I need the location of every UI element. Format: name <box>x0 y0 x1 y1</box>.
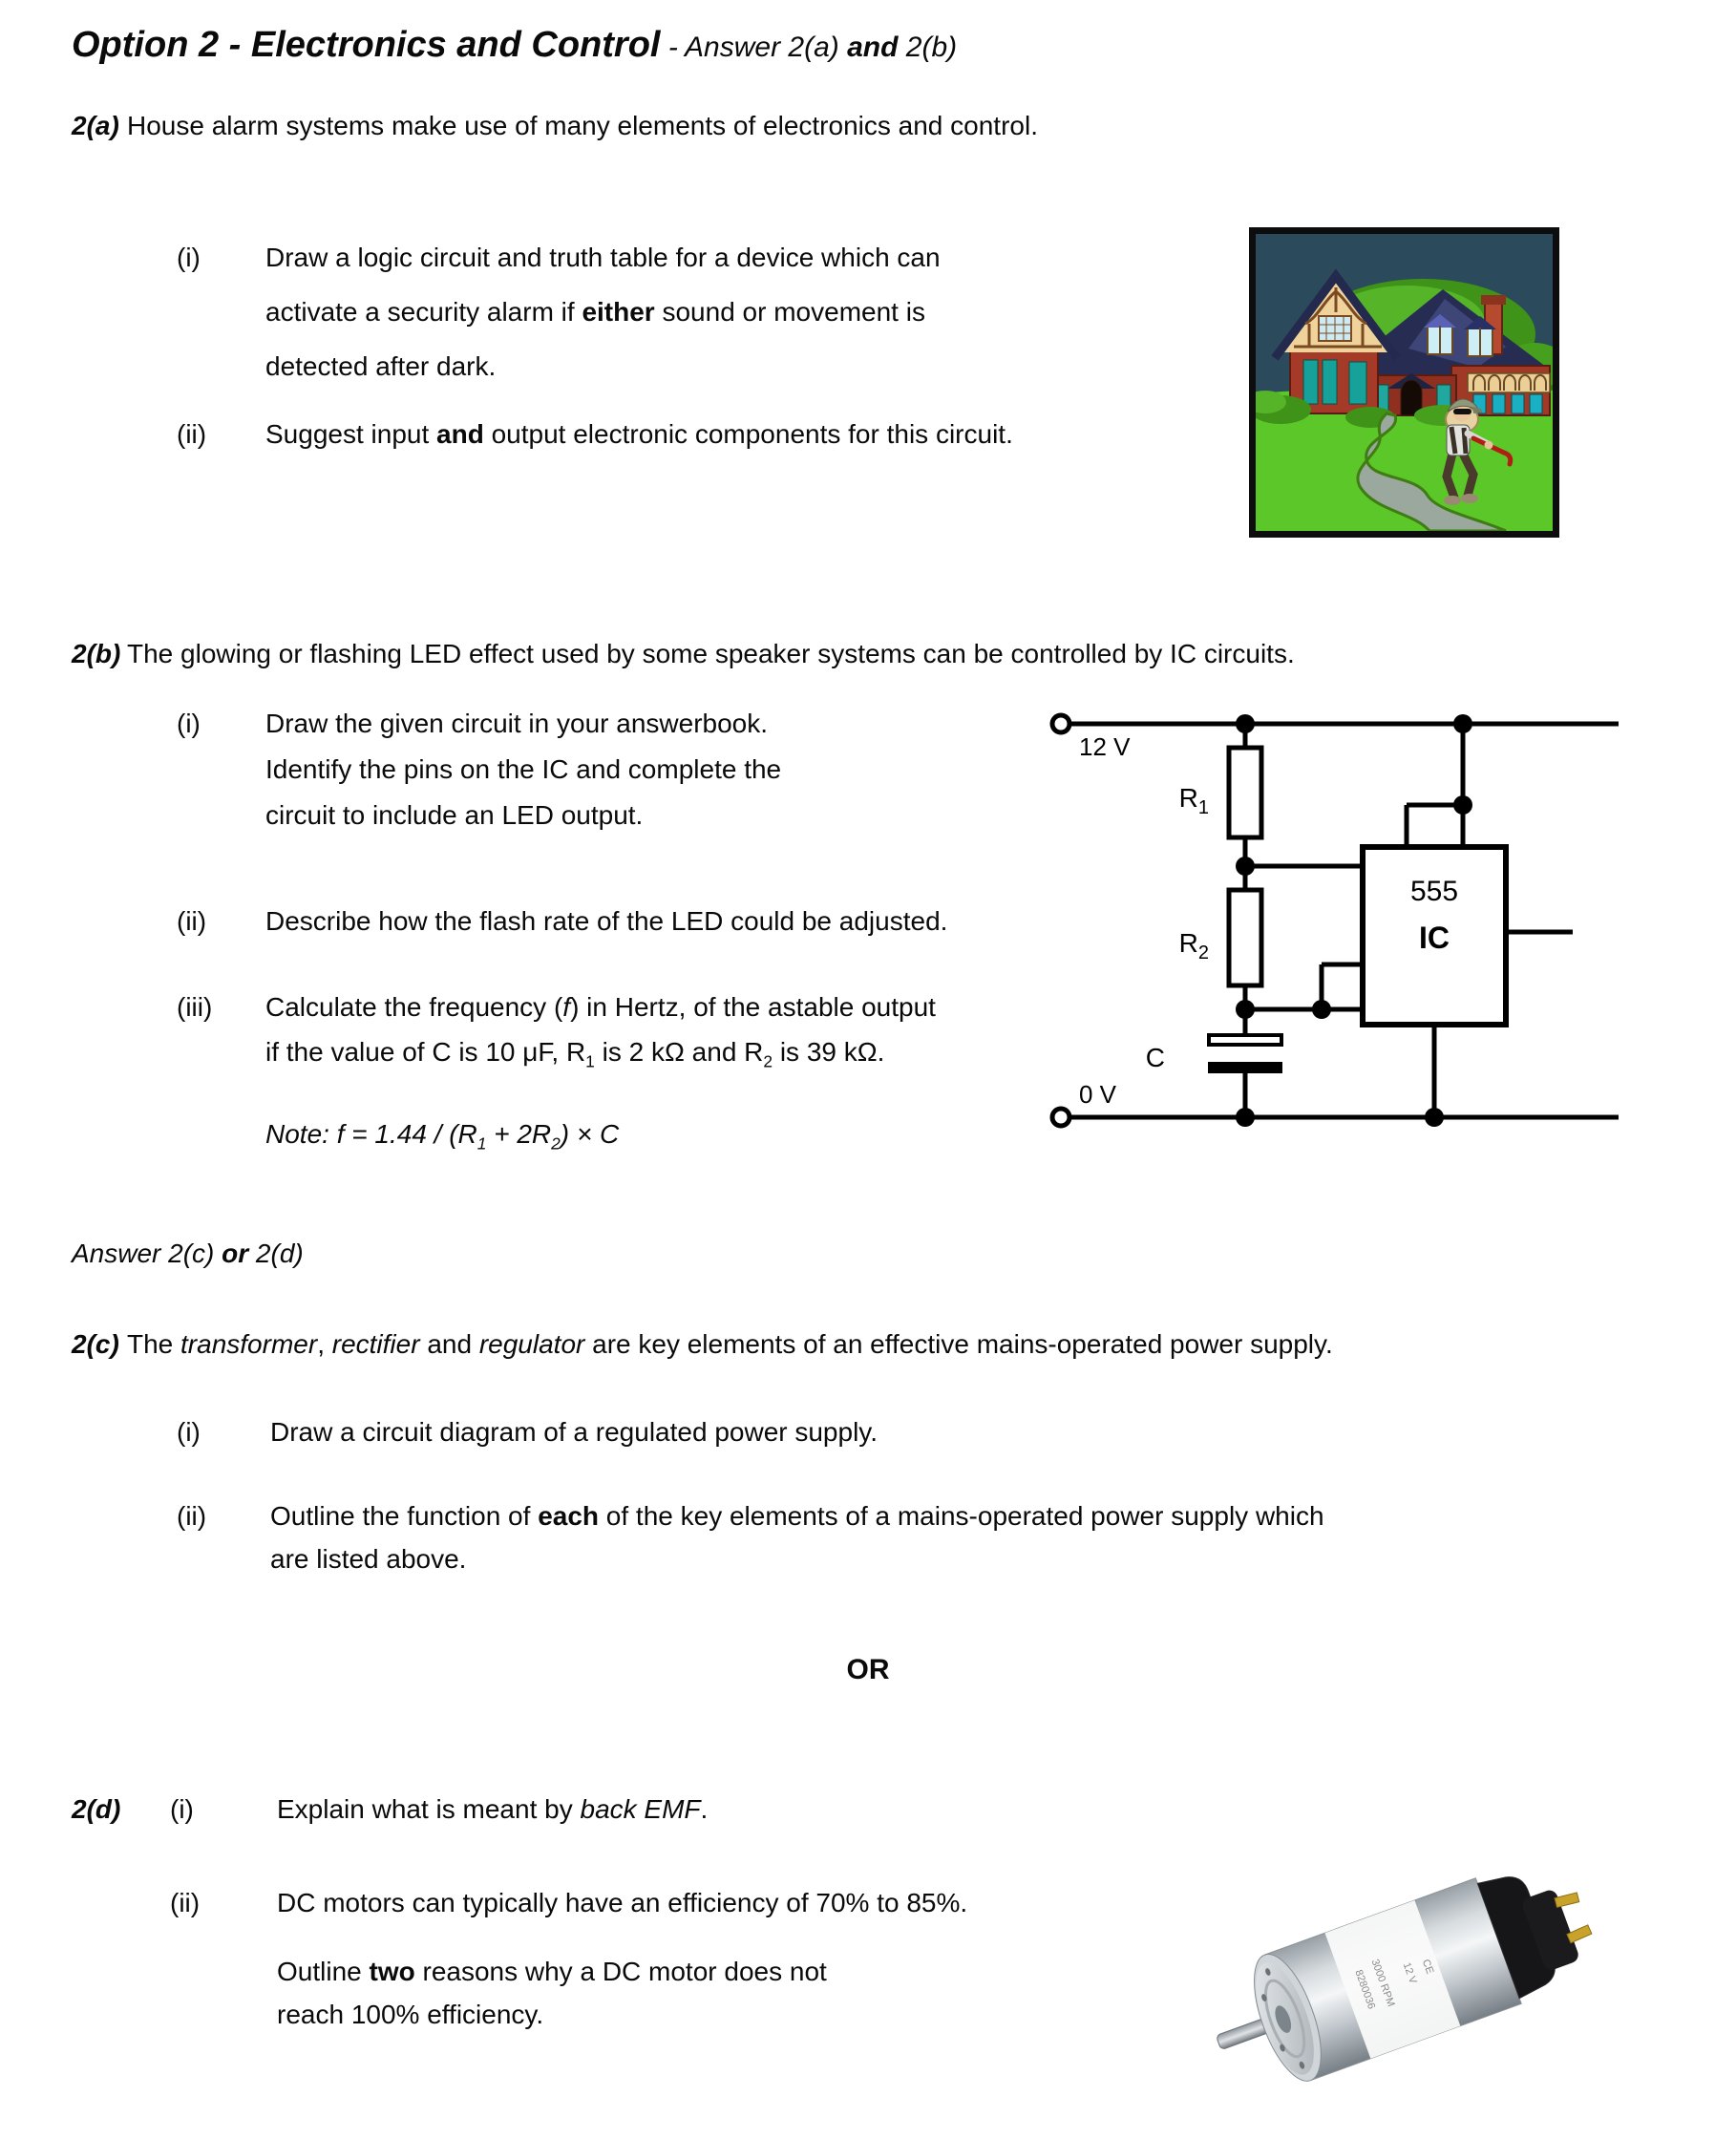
overall-straps <box>1449 426 1469 455</box>
title-answer-pre: - Answer 2(a) <box>660 32 848 63</box>
q2b-i-line3: circuit to include an LED output. <box>265 800 644 830</box>
q2d-ii-label: (ii) <box>170 1888 201 1917</box>
q2c-ii-line1: Outline the function of each of the key … <box>270 1501 1324 1531</box>
shutter <box>1302 359 1319 405</box>
astable-circuit-diagram: 12 V 0 V R1 R2 C 555 IC <box>1031 702 1633 1141</box>
label-r2: R2 <box>1179 928 1209 964</box>
terminal-tab <box>1554 1892 1580 1909</box>
page-title: Option 2 - Electronics and Control - Ans… <box>72 25 957 66</box>
dc-motor-photo: 8280036 3000 RPM 12 V CE <box>1189 1829 1638 2110</box>
q2c-i-label: (i) <box>177 1417 201 1447</box>
q2b-iii-line2: if the value of C is 10 μF, R1 is 2 kΩ a… <box>265 1037 885 1071</box>
q2c-ii-label: (ii) <box>177 1501 207 1531</box>
or-divider: OR <box>846 1654 890 1685</box>
boot <box>1444 496 1461 505</box>
junction <box>1453 795 1472 815</box>
q2c-i-text: Draw a circuit diagram of a regulated po… <box>270 1417 879 1447</box>
q2d-i-label: (i) <box>170 1794 194 1824</box>
q2b-iii-line1: Calculate the frequency (f) in Hertz, of… <box>265 992 936 1022</box>
junction <box>1236 714 1255 733</box>
q2d-i-text: Explain what is meant by back EMF. <box>277 1794 709 1824</box>
svg-text:CE: CE <box>1420 1958 1436 1975</box>
motor-hub <box>1275 2005 1292 2033</box>
hand <box>1484 440 1493 450</box>
q2a-i-line2: activate a security alarm if either soun… <box>265 297 925 327</box>
junction <box>1312 1000 1331 1019</box>
screw <box>1280 2044 1285 2052</box>
resistor-r1 <box>1226 745 1264 840</box>
window <box>1511 393 1525 414</box>
junction <box>1453 714 1472 733</box>
house-illustration-svg <box>1244 234 1586 533</box>
screw <box>1265 1968 1271 1976</box>
q2a-ii-label: (ii) <box>177 419 207 449</box>
q2b-intro: The glowing or flashing LED effect used … <box>127 639 1295 668</box>
burglar-figure <box>1442 398 1514 505</box>
label-ic: IC <box>1419 921 1450 955</box>
q2c-intro: The transformer, rectifier and regulator… <box>127 1329 1333 1359</box>
q2c-ii-line2: are listed above. <box>270 1544 467 1574</box>
junction <box>1236 1000 1255 1019</box>
circuit-svg: 12 V 0 V R1 R2 C 555 IC <box>1049 712 1619 1129</box>
lawn <box>1256 388 1553 531</box>
q2b-ii-label: (ii) <box>177 906 207 936</box>
label-555: 555 <box>1410 876 1458 907</box>
q2b-i-label: (i) <box>177 709 201 738</box>
terminal-12v <box>1049 712 1072 735</box>
mask <box>1453 409 1471 414</box>
window <box>1492 393 1506 414</box>
window <box>1529 393 1543 414</box>
motor-label-band <box>1324 1899 1461 2059</box>
ic-box <box>1360 844 1509 1027</box>
screw <box>1261 1994 1267 2001</box>
screw <box>1299 2061 1305 2069</box>
junction <box>1236 1108 1255 1127</box>
answer-cd-heading: Answer 2(c) or 2(d) <box>72 1239 304 1268</box>
title-main: Option 2 - Electronics and Control <box>72 25 661 65</box>
q2a-i-line1: Draw a logic circuit and truth table for… <box>265 243 941 272</box>
terminal-tab <box>1566 1924 1593 1944</box>
q2b-i-line1: Draw the given circuit in your answerboo… <box>265 709 769 738</box>
q2d-ii-line1: DC motors can typically have an efficien… <box>277 1888 968 1917</box>
q2d-ii-line3: reach 100% efficiency. <box>277 2000 544 2029</box>
shutter <box>1348 361 1367 405</box>
q2a-ii-text: Suggest input and output electronic comp… <box>265 419 1013 449</box>
label-12v: 12 V <box>1079 732 1131 761</box>
timber-frame <box>1294 287 1382 349</box>
q2b-iii-label: (iii) <box>177 992 213 1022</box>
title-answer-post: 2(b) <box>898 32 958 63</box>
capacitor-bottom-plate <box>1208 1062 1282 1073</box>
shutter <box>1322 359 1338 405</box>
label-0v: 0 V <box>1079 1080 1117 1109</box>
label-r1: R1 <box>1179 783 1209 818</box>
junction <box>1425 1108 1444 1127</box>
q2a-intro: House alarm systems make use of many ele… <box>127 111 1038 140</box>
dc-motor-svg: 8280036 3000 RPM 12 V CE <box>1217 1876 1593 2082</box>
label-c: C <box>1146 1043 1165 1072</box>
q2d-label: 2(d) <box>72 1794 121 1824</box>
q2a-i-line3: detected after dark. <box>265 351 497 381</box>
house-burglar-illustration <box>1244 227 1586 538</box>
q2b-label: 2(b) <box>72 639 121 668</box>
boot <box>1461 494 1478 503</box>
resistor-r2 <box>1226 887 1264 988</box>
junction <box>1236 857 1255 876</box>
q2c-label: 2(c) <box>72 1329 119 1359</box>
q2b-i-line2: Identify the pins on the IC and complete… <box>265 754 782 784</box>
q2a-i-label: (i) <box>177 243 201 272</box>
connector-block <box>1522 1890 1578 1970</box>
q2b-note: Note: f = 1.44 / (R1 + 2R2) × C <box>265 1119 620 1154</box>
gable-roof-edge <box>1271 268 1401 361</box>
capacitor-top-plate <box>1207 1033 1283 1047</box>
terminal-0v <box>1049 1106 1072 1129</box>
legs <box>1442 449 1478 502</box>
title-answer-bold: and <box>847 32 899 63</box>
front-door <box>1400 379 1423 416</box>
q2d-ii-line2: Outline two reasons why a DC motor does … <box>277 1957 827 1986</box>
q2a-label: 2(a) <box>72 111 119 140</box>
q2b-ii-text: Describe how the flash rate of the LED c… <box>265 906 948 936</box>
